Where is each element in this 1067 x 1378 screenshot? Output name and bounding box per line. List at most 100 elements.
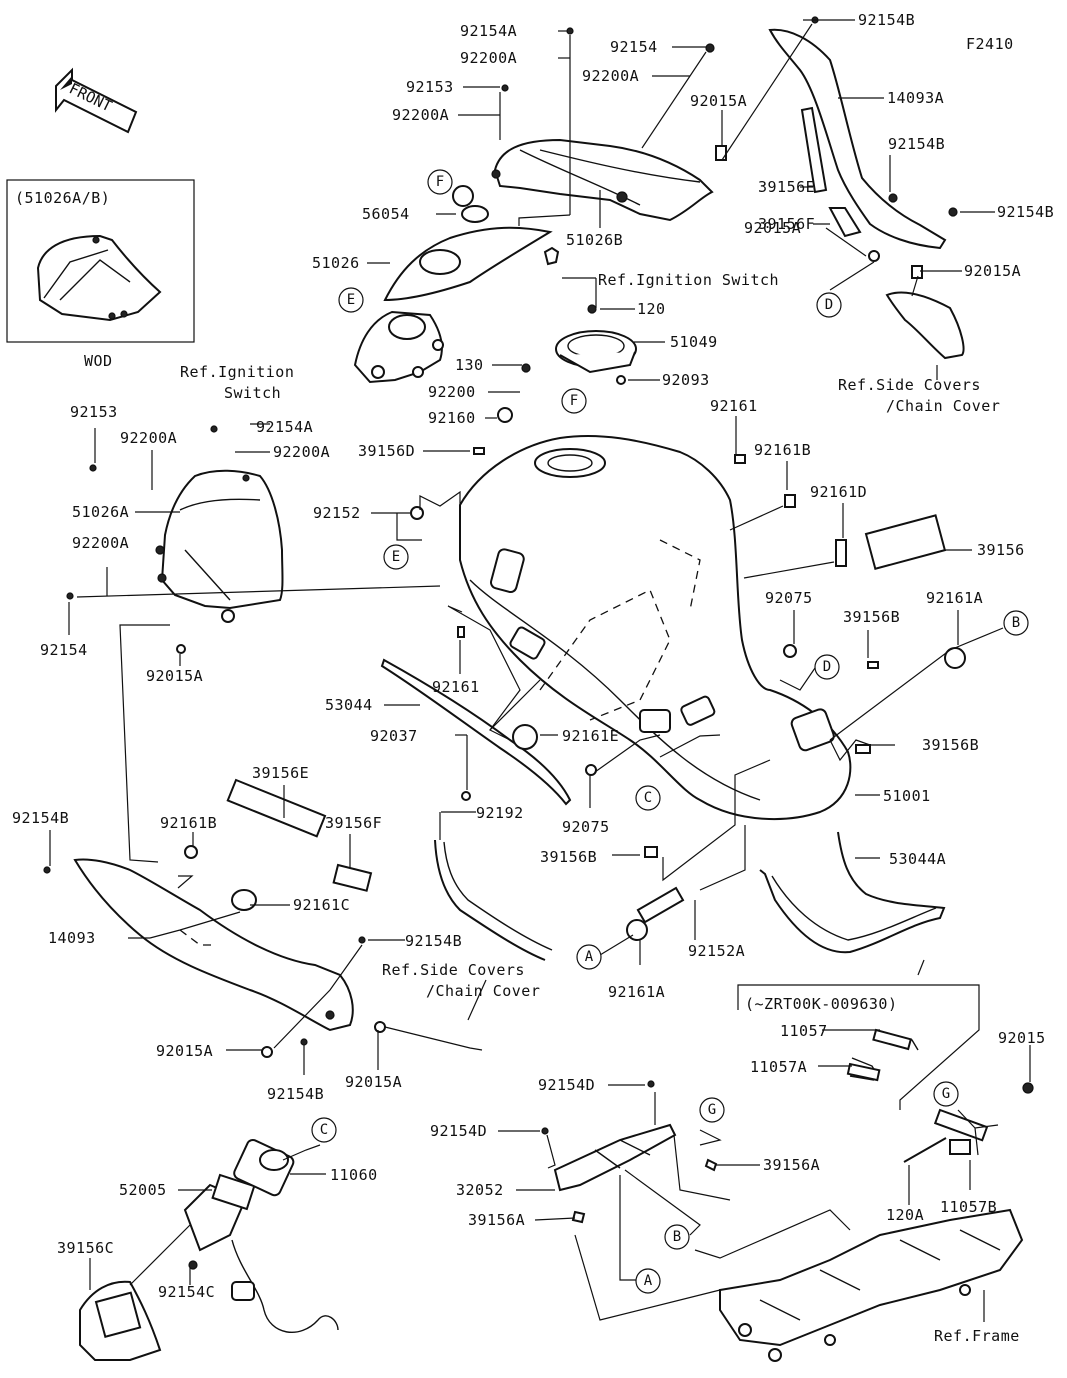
part-label: 130 <box>455 356 484 374</box>
part-label: 39156A <box>468 1211 525 1229</box>
part-label: 92015A <box>690 92 747 110</box>
tag-e-top: E <box>347 292 355 308</box>
part-label: 39156C <box>57 1239 114 1257</box>
wod-caption: WOD <box>84 352 113 370</box>
ref-side-covers-mid-line1: Ref.Side Covers <box>382 961 525 979</box>
part-label: 92153 <box>406 78 454 96</box>
cover-51026 <box>383 205 553 302</box>
part-label: 92200A <box>392 106 449 124</box>
part-label: 92200A <box>120 429 177 447</box>
tag-g-frame: G <box>942 1086 950 1102</box>
part-label: 53044 <box>325 696 373 714</box>
part-label: 39156F <box>758 215 815 233</box>
part-label: 92093 <box>662 371 710 389</box>
tag-f-tank: F <box>570 393 578 409</box>
part-label: 92075 <box>562 818 610 836</box>
part-label: 92015 <box>998 1029 1046 1047</box>
bracket-32052 <box>553 1123 718 1224</box>
tag-d-top: D <box>825 297 833 313</box>
part-label: 32052 <box>456 1181 504 1199</box>
part-label: 39156B <box>540 848 597 866</box>
part-label: 92154B <box>405 932 462 950</box>
tank-cover-51026B <box>491 138 714 222</box>
tag-b-bottom: B <box>673 1229 681 1245</box>
tag-g-bracket: G <box>708 1102 716 1118</box>
part-label: 92160 <box>428 409 476 427</box>
part-label: 92037 <box>370 727 418 745</box>
part-label: 92154 <box>40 641 88 659</box>
tag-a-bottom: A <box>644 1273 653 1289</box>
tag-c-tank: C <box>644 790 652 806</box>
tag-c-pump: C <box>320 1122 328 1138</box>
part-label: 51026A <box>72 503 129 521</box>
variant-box: (~ZRT00K-009630) <box>737 984 980 1110</box>
part-label: 92154B <box>267 1085 324 1103</box>
part-label: 92015A <box>156 1042 213 1060</box>
ref-side-covers-mid-line2: /Chain Cover <box>426 982 540 1000</box>
part-label: 39156A <box>763 1156 820 1174</box>
part-label: 92154B <box>858 11 915 29</box>
fuel-pump <box>79 1138 339 1361</box>
part-label: 14093 <box>48 929 96 947</box>
tag-d-tank: D <box>823 659 831 675</box>
part-label: 51026B <box>566 231 623 249</box>
part-label: 92200A <box>460 49 517 67</box>
part-label: 39156F <box>325 814 382 832</box>
part-label: 39156E <box>758 178 815 196</box>
part-label: 92152 <box>313 504 361 522</box>
ref-side-covers-right-line1: Ref.Side Covers <box>838 376 981 394</box>
side-cover-14093A <box>715 28 965 360</box>
callout-tags: F E D F E B D C A C G G B A <box>311 169 1029 1294</box>
figure-code: F2410 <box>966 35 1014 53</box>
wod-box: (51026A/B) WOD <box>6 179 195 370</box>
part-label: 92153 <box>70 403 118 421</box>
tag-a-mid: A <box>585 949 594 965</box>
hose-92192 <box>434 791 553 961</box>
ref-ignition-switch-top: Ref.Ignition Switch <box>598 271 779 289</box>
tag-b-right: B <box>1012 615 1020 631</box>
part-label: 92015A <box>744 219 801 237</box>
ref-ignition-left-line1: Ref.Ignition <box>180 363 294 381</box>
part-label: 52005 <box>119 1181 167 1199</box>
part-label: 92075 <box>765 589 813 607</box>
part-label: 92154C <box>158 1283 215 1301</box>
ref-frame: Ref.Frame <box>934 1327 1020 1345</box>
variant-title: (~ZRT00K-009630) <box>745 995 898 1013</box>
part-label: 11057B <box>940 1198 997 1216</box>
part-label: 120A <box>886 1206 924 1224</box>
part-label: 92152A <box>688 942 745 960</box>
part-label: 92161A <box>926 589 983 607</box>
part-label: 51026 <box>312 254 360 272</box>
front-arrow-icon: FRONT <box>55 67 138 134</box>
part-label: 92192 <box>476 804 524 822</box>
part-label: 92200 <box>428 383 476 401</box>
part-label: 92161B <box>160 814 217 832</box>
part-label: 92200A <box>273 443 330 461</box>
part-label: 92154B <box>888 135 945 153</box>
part-label: 11057 <box>780 1022 828 1040</box>
part-label: 92154 <box>610 38 658 56</box>
part-label: 92200A <box>72 534 129 552</box>
tag-f-top: F <box>436 174 444 190</box>
ref-ignition-left-line2: Switch <box>224 384 281 402</box>
part-label: 92154D <box>538 1076 595 1094</box>
ignition-switch <box>353 310 444 384</box>
part-label: 92015A <box>964 262 1021 280</box>
part-label: 51001 <box>883 787 931 805</box>
seal-53044 <box>380 658 572 806</box>
part-label: 92200A <box>582 67 639 85</box>
frame <box>719 1108 1024 1362</box>
fuel-tank <box>459 434 852 821</box>
part-label: 11060 <box>330 1166 378 1184</box>
part-label: 92161B <box>754 441 811 459</box>
reference-labels: Ref.Ignition Switch Ref.Ignition Switch … <box>180 271 1020 1345</box>
part-label: 92154A <box>256 418 313 436</box>
leader-lines <box>49 19 1031 1322</box>
part-labels: 92154A 92200A 92154 92200A 92153 92200A … <box>12 11 1054 1301</box>
part-label: 92154A <box>460 22 517 40</box>
part-label: 92015A <box>345 1073 402 1091</box>
part-label: 56054 <box>362 205 410 223</box>
part-label: 39156 <box>977 541 1025 559</box>
part-label: 53044A <box>889 850 946 868</box>
